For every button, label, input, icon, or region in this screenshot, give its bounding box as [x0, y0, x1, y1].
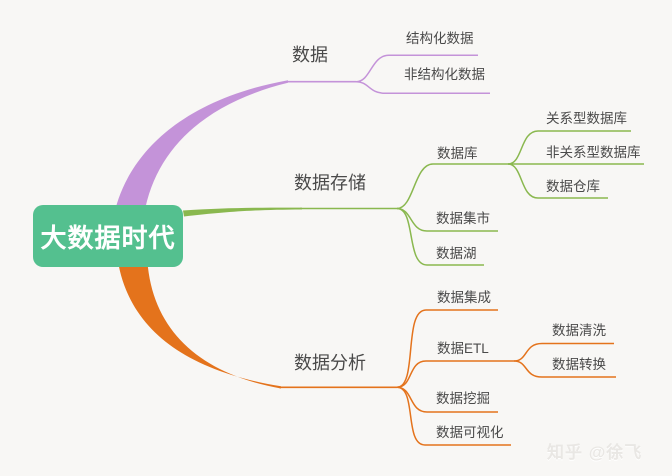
node-data-integration: 数据集成 — [437, 290, 491, 305]
node-data-mart: 数据集市 — [436, 211, 490, 226]
branch-curve-analysis — [117, 255, 281, 389]
root-node-label: 大数据时代 — [40, 222, 176, 253]
connector-database — [396, 163, 508, 210]
connector-data-etl — [396, 360, 514, 389]
node-non-relational-database: 非关系型数据库 — [546, 145, 641, 160]
connector-data-cleaning — [513, 342, 614, 362]
connector-data-visualization — [396, 386, 511, 446]
node-data-mining: 数据挖掘 — [436, 391, 490, 406]
node-data-transformation: 数据转换 — [552, 357, 606, 372]
branch-curve-data — [113, 80, 288, 222]
branch-curve-storage — [183, 207, 302, 217]
node-relational-database: 关系型数据库 — [546, 111, 627, 126]
node-data-storage: 数据存储 — [294, 173, 366, 193]
connector-data-transform — [513, 360, 616, 378]
node-data-lake: 数据湖 — [436, 246, 477, 261]
node-data: 数据 — [292, 45, 328, 65]
watermark: 知乎 @徐飞 — [547, 443, 643, 462]
connector-data-warehouse — [507, 163, 608, 199]
node-data-etl: 数据ETL — [437, 341, 489, 356]
connector-data-integration — [396, 309, 498, 389]
connector-structured-data — [355, 54, 478, 83]
node-unstructured-data: 非结构化数据 — [404, 67, 485, 82]
node-data-visualization: 数据可视化 — [436, 425, 504, 440]
node-data-cleaning: 数据清洗 — [552, 323, 606, 338]
root-node: 大数据时代 — [33, 205, 183, 267]
node-database: 数据库 — [437, 146, 478, 161]
node-data-analysis: 数据分析 — [294, 353, 366, 373]
connector-relational-db — [507, 130, 631, 165]
connector-unstructured-data — [355, 80, 490, 95]
connector-data-lake — [396, 207, 484, 266]
node-data-warehouse: 数据仓库 — [546, 179, 600, 194]
node-structured-data: 结构化数据 — [406, 31, 474, 46]
